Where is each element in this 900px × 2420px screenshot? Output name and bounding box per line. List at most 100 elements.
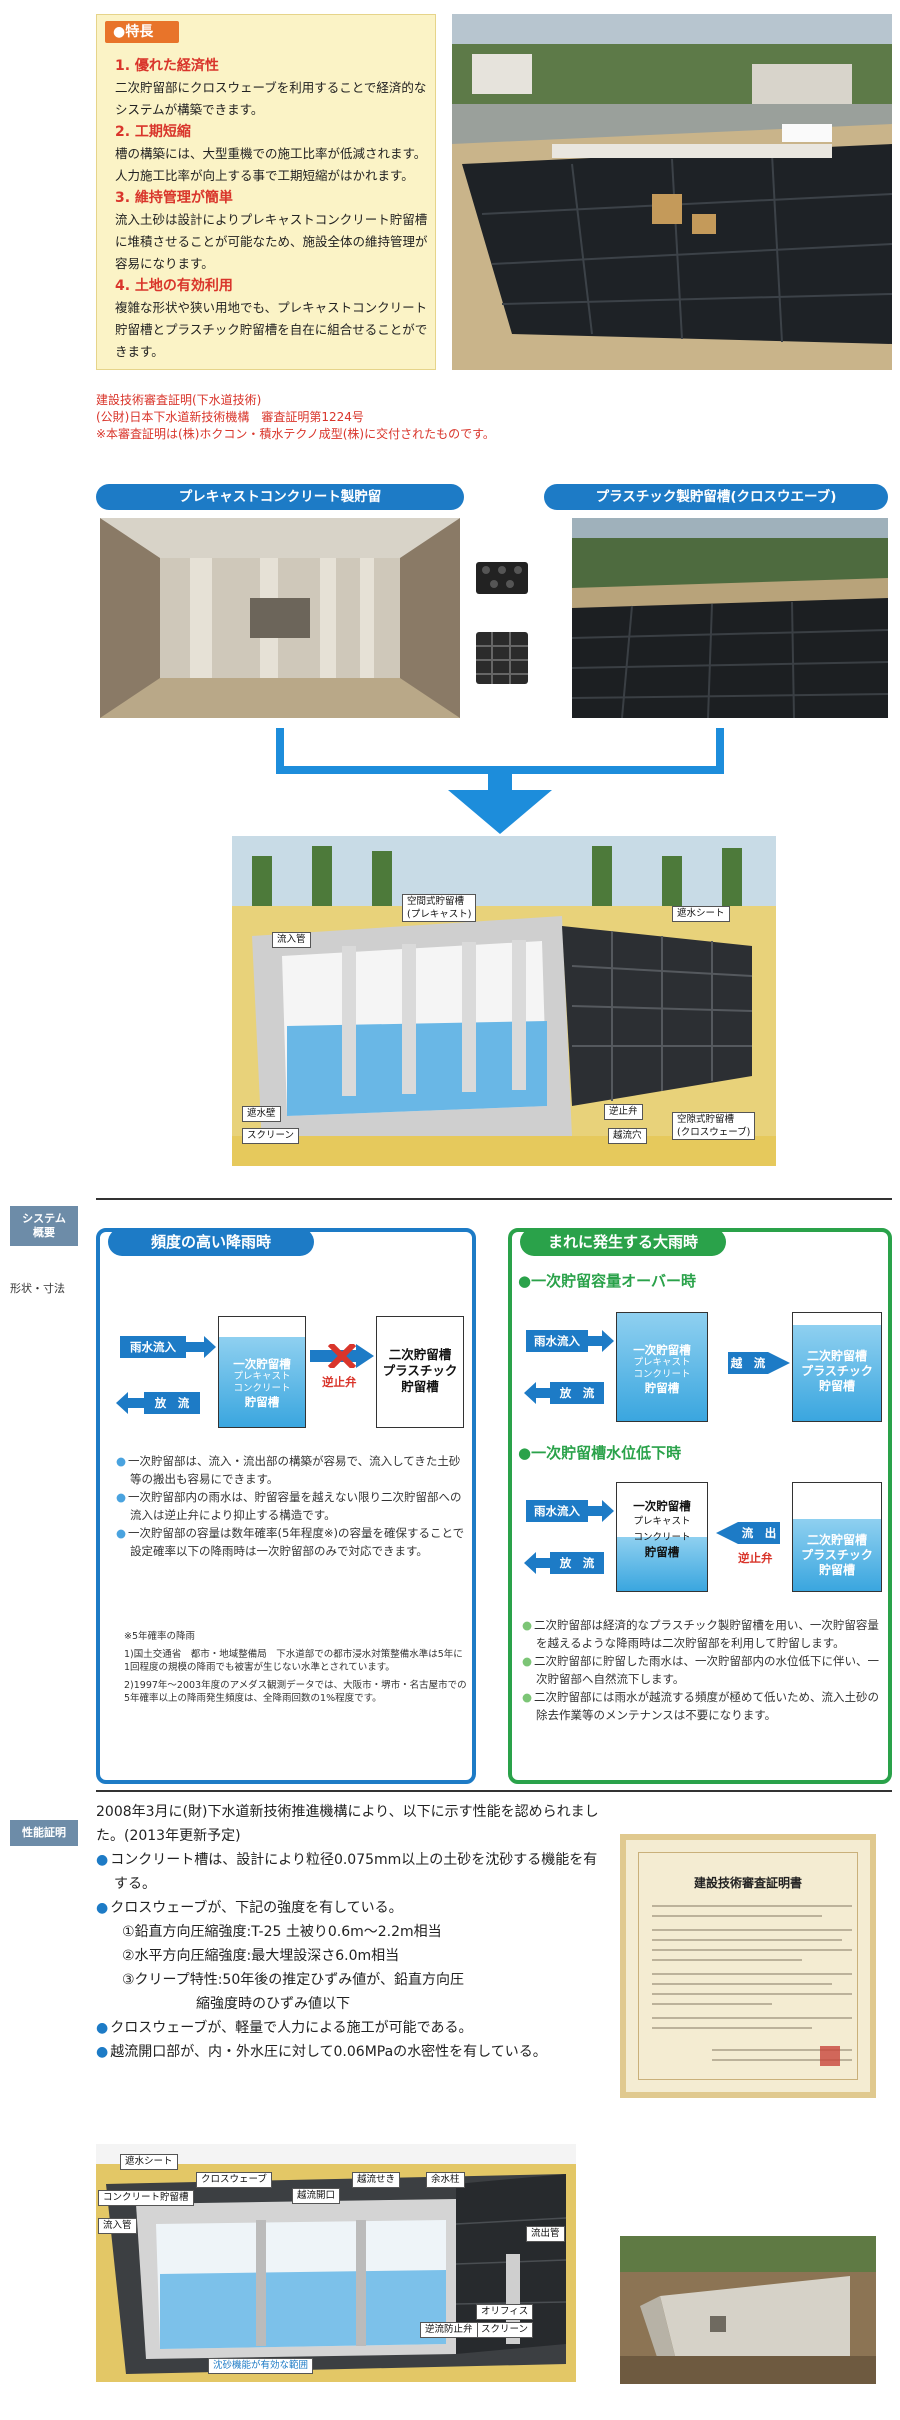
primary-tank-label: 一次貯留槽プレキャスト コンクリート貯留槽 <box>633 1499 691 1559</box>
label-waterproof-sheet: 遮水シート <box>120 2154 178 2170</box>
label-concrete-tank: コンクリート貯留槽 <box>98 2190 194 2206</box>
footnote-item: 1)国土交通省 都市・地域整備局 下水道部での都市浸水対策整備水準は5年に1回程… <box>124 1648 463 1674</box>
bullet-item: 二次貯留部は経済的なプラスチック製貯留槽を用い、一次貯留容量を越えるような降雨時… <box>522 1616 886 1652</box>
secondary-tank-label: 二次貯留槽 プラスチック 貯留槽 <box>382 1347 458 1394</box>
primary-tank-draining: 一次貯留槽プレキャスト コンクリート貯留槽 <box>616 1482 708 1592</box>
label-barrier-wall: 遮水壁 <box>242 1106 281 1122</box>
arrow-left-icon <box>716 1522 738 1544</box>
rain-inflow-label: 雨水流入 <box>526 1330 588 1352</box>
label-overflow-weir: 越流せき <box>352 2172 401 2188</box>
secondary-tank-label: 二次貯留槽 プラスチック 貯留槽 <box>801 1533 873 1577</box>
discharge-label: 放 流 <box>144 1392 200 1414</box>
label-check-valve: 逆止弁 <box>604 1104 643 1120</box>
performance-subitem: ②水平方向圧縮強度:最大埋設深さ6.0m相当 <box>122 1948 400 1964</box>
feature-text: 二次貯留部にクロスウェーブを利用することで経済的なシステムが構築できます。 <box>115 80 427 117</box>
label-inflow-pipe: 流入管 <box>98 2218 137 2234</box>
crosswave-stack-icon <box>472 626 532 690</box>
construction-site-photo <box>452 14 892 370</box>
primary-tank-full: 一次貯留槽プレキャスト コンクリート貯留槽 <box>616 1312 708 1422</box>
label-inflow-pipe: 流入管 <box>272 932 311 948</box>
footnote-title: ※5年確率の降雨 <box>124 1631 196 1642</box>
feature-text: 流入土砂は設計によりプレキャストコンクリート貯留槽に堆積させることが可能なため、… <box>115 212 428 271</box>
arrow-right-icon <box>186 1336 216 1358</box>
performance-subitem: ③クリープ特性:50年後の推定ひずみ値が、鉛直方向圧 <box>122 1972 464 1988</box>
bullet-item: 二次貯留部には雨水が越流する頻度が極めて低いため、流入土砂の除去作業等のメンテナ… <box>522 1688 886 1724</box>
plastic-section-title: プラスチック製貯留槽(クロスウエーブ) <box>544 484 888 510</box>
frequent-rain-box: 頻度の高い降雨時 雨水流入 放 流 一次貯留槽プレキャスト コンクリート貯留槽 … <box>96 1228 476 1784</box>
approval-line: 建設技術審査証明(下水道技術) <box>96 393 262 407</box>
outflow-label: 流 出 <box>738 1522 780 1544</box>
rain-inflow-label: 雨水流入 <box>120 1336 186 1358</box>
footnote-item: 2)1997年～2003年度のアメダス観測データでは、大阪市・堺市・名古屋市での… <box>124 1679 467 1705</box>
label-air-tank: 空間式貯留槽(プレキャスト) <box>402 894 477 922</box>
label-overflow-hole: 越流穴 <box>608 1128 647 1144</box>
approval-notice: 建設技術審査証明(下水道技術) (公財)日本下水道新技術機構 審査証明第1224… <box>96 392 556 443</box>
certificate-text-lines <box>652 1905 852 2066</box>
system-cutaway-diagram: 流入管 空間式貯留槽(プレキャスト) 遮水シート 遮水壁 スクリーン 逆止弁 越… <box>232 836 776 1166</box>
arrow-right-icon <box>768 1352 790 1374</box>
precast-tank-photo <box>100 518 460 718</box>
feature-heading: 4. 土地の有効利用 <box>115 278 233 294</box>
label-screen: スクリーン <box>242 1128 300 1144</box>
feature-text: 槽の構築には、大型重機での施工比率が低減されます。人力施工比率が向上する事で工期… <box>115 146 427 183</box>
feature-heading: 1. 優れた経済性 <box>115 58 219 74</box>
precast-section-title: プレキャストコンクリート製貯留 <box>96 484 464 510</box>
secondary-tank: 二次貯留槽 プラスチック 貯留槽 <box>376 1316 464 1428</box>
label-outflow-pipe: 流出管 <box>526 2226 565 2242</box>
check-valve-label: 逆止弁 <box>738 1551 773 1565</box>
check-valve-label: 逆止弁 <box>322 1375 357 1389</box>
footnote: ※5年確率の降雨 1)国土交通省 都市・地域整備局 下水道部での都市浸水対策整備… <box>124 1630 468 1706</box>
tank-cutaway-diagram: 遮水シート クロスウェーブ コンクリート貯留槽 越流開口 越流せき 余水柱 流入… <box>96 2144 576 2382</box>
features-tag: ●特長 <box>105 21 179 43</box>
arrow-left-icon <box>116 1392 146 1414</box>
label-crosswave: クロスウェーブ <box>196 2172 272 2188</box>
label-void-tank: 空隙式貯留槽(クロスウェーブ) <box>672 1112 756 1140</box>
heavy-bullets: 二次貯留部は経済的なプラスチック製貯留槽を用い、一次貯留容量を越えるような降雨時… <box>522 1616 886 1724</box>
blocked-arrow-icon <box>310 1344 374 1368</box>
arrow-left-icon <box>524 1552 552 1574</box>
section-divider <box>96 1790 892 1792</box>
secondary-tank-filling: 二次貯留槽 プラスチック 貯留槽 <box>792 1312 882 1422</box>
label-backflow-valve: 逆流防止弁 <box>420 2322 478 2338</box>
performance-subitem: 縮強度時のひずみ値以下 <box>196 1996 350 2012</box>
system-overview-tab: システム 概要 <box>10 1206 78 1246</box>
arrow-left-icon <box>524 1382 552 1404</box>
shape-dimensions-label: 形状・寸法 <box>10 1282 65 1295</box>
heavy-rain-box: まれに発生する大雨時 ●一次貯留容量オーバー時 雨水流入 放 流 一次貯留槽プレ… <box>508 1228 892 1784</box>
overflow-label: 越 流 <box>728 1352 768 1374</box>
performance-bullet: クロスウェーブが、下記の強度を有している。 <box>96 1896 608 1920</box>
label-sediment-range: 沈砂機能が有効な範囲 <box>208 2358 314 2374</box>
label-waterproof-sheet: 遮水シート <box>672 906 730 922</box>
level-drop-heading: ●一次貯留槽水位低下時 <box>518 1444 682 1462</box>
capacity-over-heading: ●一次貯留容量オーバー時 <box>518 1272 696 1290</box>
installed-tank-photo <box>620 2236 876 2384</box>
heavy-rain-header: まれに発生する大雨時 <box>520 1228 726 1256</box>
feature-heading: 3. 維持管理が簡単 <box>115 190 233 206</box>
performance-bullet: コンクリート槽は、設計により粒径0.075mm以上の土砂を沈砂する機能を有する。 <box>96 1848 608 1896</box>
performance-tab: 性能証明 <box>10 1820 78 1846</box>
certificate-title: 建設技術審査証明書 <box>693 1876 802 1890</box>
merge-arrow-icon <box>276 728 724 834</box>
performance-subitem: ①鉛直方向圧縮強度:T-25 土被り0.6m～2.2m相当 <box>122 1924 442 1940</box>
certificate-image: 建設技術審査証明書 <box>620 1834 876 2098</box>
frequent-bullets: 一次貯留部は、流入・流出部の構築が容易で、流入してきた土砂等の搬出も容易にできま… <box>116 1452 468 1560</box>
features-box: ●特長 1. 優れた経済性 二次貯留部にクロスウェーブを利用することで経済的なシ… <box>96 14 436 370</box>
performance-bullet: 越流開口部が、内・外水圧に対して0.06MPaの水密性を有している。 <box>96 2040 608 2064</box>
rain-inflow-label: 雨水流入 <box>526 1500 588 1522</box>
approval-line: (公財)日本下水道新技術機構 審査証明第1224号 <box>96 410 364 424</box>
label-screen: スクリーン <box>476 2322 534 2338</box>
bullet-item: 二次貯留部に貯留した雨水は、一次貯留部内の水位低下に伴い、一次貯留部へ自然流下し… <box>522 1652 886 1688</box>
primary-tank: 一次貯留槽プレキャスト コンクリート貯留槽 <box>218 1316 306 1428</box>
feature-text: 複雑な形状や狭い用地でも、プレキャストコンクリート貯留槽とプラスチック貯留槽を自… <box>115 300 428 359</box>
performance-intro: 2008年3月に(財)下水道新技術推進機構により、以下に示す性能を認められました… <box>96 1804 599 1844</box>
arrow-right-icon <box>588 1330 614 1352</box>
label-surplus-pillar: 余水柱 <box>426 2172 465 2188</box>
label-orifice: オリフィス <box>476 2304 534 2320</box>
secondary-tank-draining: 二次貯留槽 プラスチック 貯留槽 <box>792 1482 882 1592</box>
plastic-tank-photo <box>572 518 888 718</box>
discharge-label: 放 流 <box>550 1552 604 1574</box>
secondary-tank-label: 二次貯留槽 プラスチック 貯留槽 <box>801 1349 873 1393</box>
arrow-right-icon <box>588 1500 614 1522</box>
label-overflow-opening: 越流開口 <box>292 2188 341 2204</box>
bullet-item: 一次貯留部の容量は数年確率(5年程度※)の容量を確保することで設定確率以下の降雨… <box>116 1524 468 1560</box>
